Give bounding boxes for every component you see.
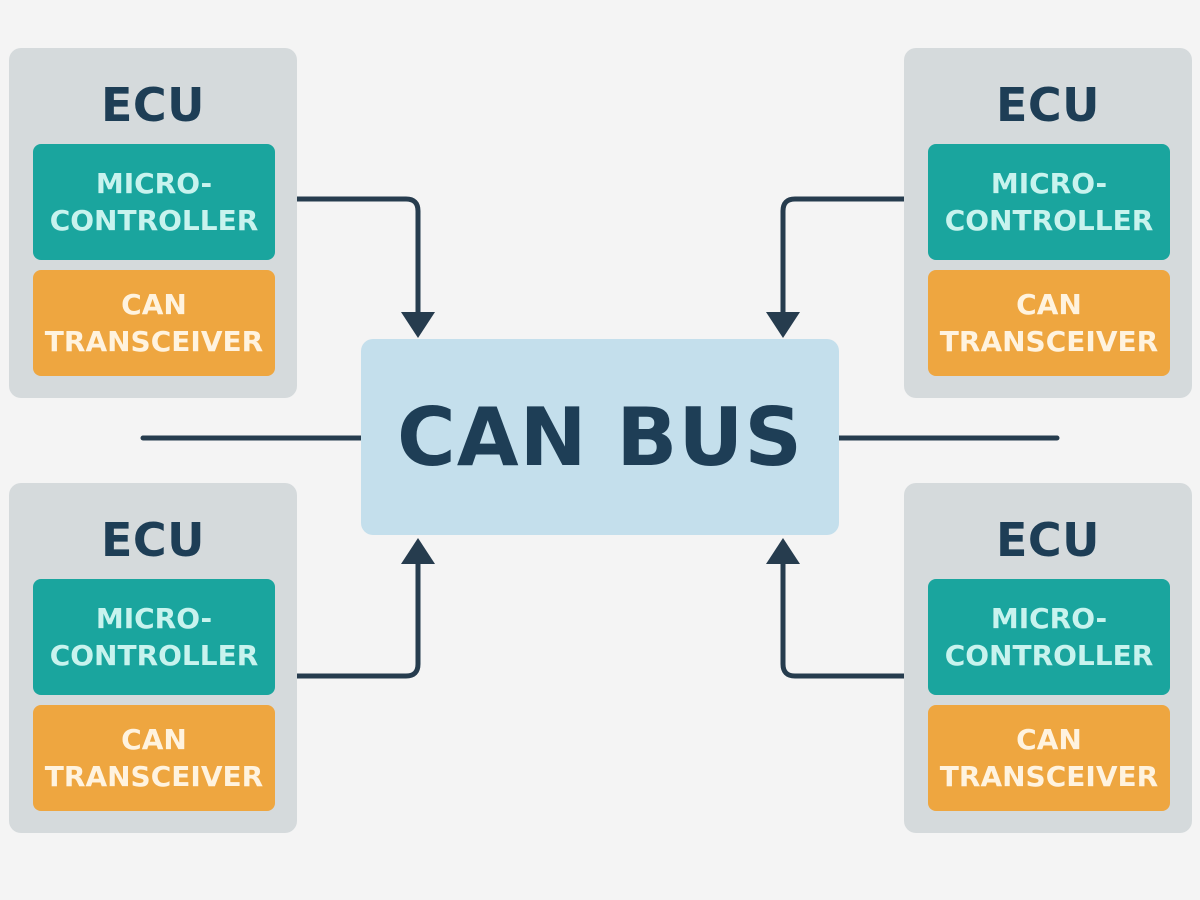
transceiver-label-line1: CAN (1016, 723, 1082, 756)
can-transceiver-block: CAN TRANSCEIVER (928, 270, 1170, 376)
arrowhead-top-left (401, 312, 435, 338)
microcontroller-label-line2: CONTROLLER (944, 204, 1154, 237)
ecu-top-right: ECU MICRO- CONTROLLER CAN TRANSCEIVER (904, 48, 1192, 398)
transceiver-label-line1: CAN (1016, 288, 1082, 321)
can-transceiver-block: CAN TRANSCEIVER (33, 705, 275, 811)
microcontroller-block: MICRO- CONTROLLER (928, 579, 1170, 695)
connector-top-right (780, 196, 907, 319)
transceiver-label-line1: CAN (121, 723, 187, 756)
can-bus-block: CAN BUS (361, 339, 839, 535)
can-transceiver-block: CAN TRANSCEIVER (928, 705, 1170, 811)
microcontroller-label-line2: CONTROLLER (944, 639, 1154, 672)
transceiver-label-line2: TRANSCEIVER (939, 760, 1159, 793)
transceiver-label-line2: TRANSCEIVER (44, 325, 264, 358)
microcontroller-label-line1: MICRO- (990, 602, 1108, 635)
microcontroller-block: MICRO- CONTROLLER (33, 579, 275, 695)
microcontroller-block: MICRO- CONTROLLER (928, 144, 1170, 260)
ecu-title: ECU (100, 78, 206, 132)
microcontroller-block: MICRO- CONTROLLER (33, 144, 275, 260)
ecu-bottom-right: ECU MICRO- CONTROLLER CAN TRANSCEIVER (904, 483, 1192, 833)
transceiver-label-line2: TRANSCEIVER (939, 325, 1159, 358)
ecu-title: ECU (100, 513, 206, 567)
arrowhead-bottom-right (766, 538, 800, 564)
microcontroller-label-line2: CONTROLLER (49, 639, 259, 672)
arrowhead-bottom-left (401, 538, 435, 564)
transceiver-label-line2: TRANSCEIVER (44, 760, 264, 793)
connector-bottom-right (780, 557, 907, 679)
connector-bottom-left (293, 557, 421, 679)
arrowhead-top-right (766, 312, 800, 338)
microcontroller-label-line1: MICRO- (95, 602, 213, 635)
ecu-bottom-left: ECU MICRO- CONTROLLER CAN TRANSCEIVER (9, 483, 297, 833)
microcontroller-label-line1: MICRO- (95, 167, 213, 200)
transceiver-label-line1: CAN (121, 288, 187, 321)
ecu-title: ECU (995, 513, 1101, 567)
ecu-top-left: ECU MICRO- CONTROLLER CAN TRANSCEIVER (9, 48, 297, 398)
connector-top-left (293, 196, 421, 319)
microcontroller-label-line2: CONTROLLER (49, 204, 259, 237)
ecu-title: ECU (995, 78, 1101, 132)
can-transceiver-block: CAN TRANSCEIVER (33, 270, 275, 376)
can-bus-label: CAN BUS (397, 390, 803, 484)
microcontroller-label-line1: MICRO- (990, 167, 1108, 200)
